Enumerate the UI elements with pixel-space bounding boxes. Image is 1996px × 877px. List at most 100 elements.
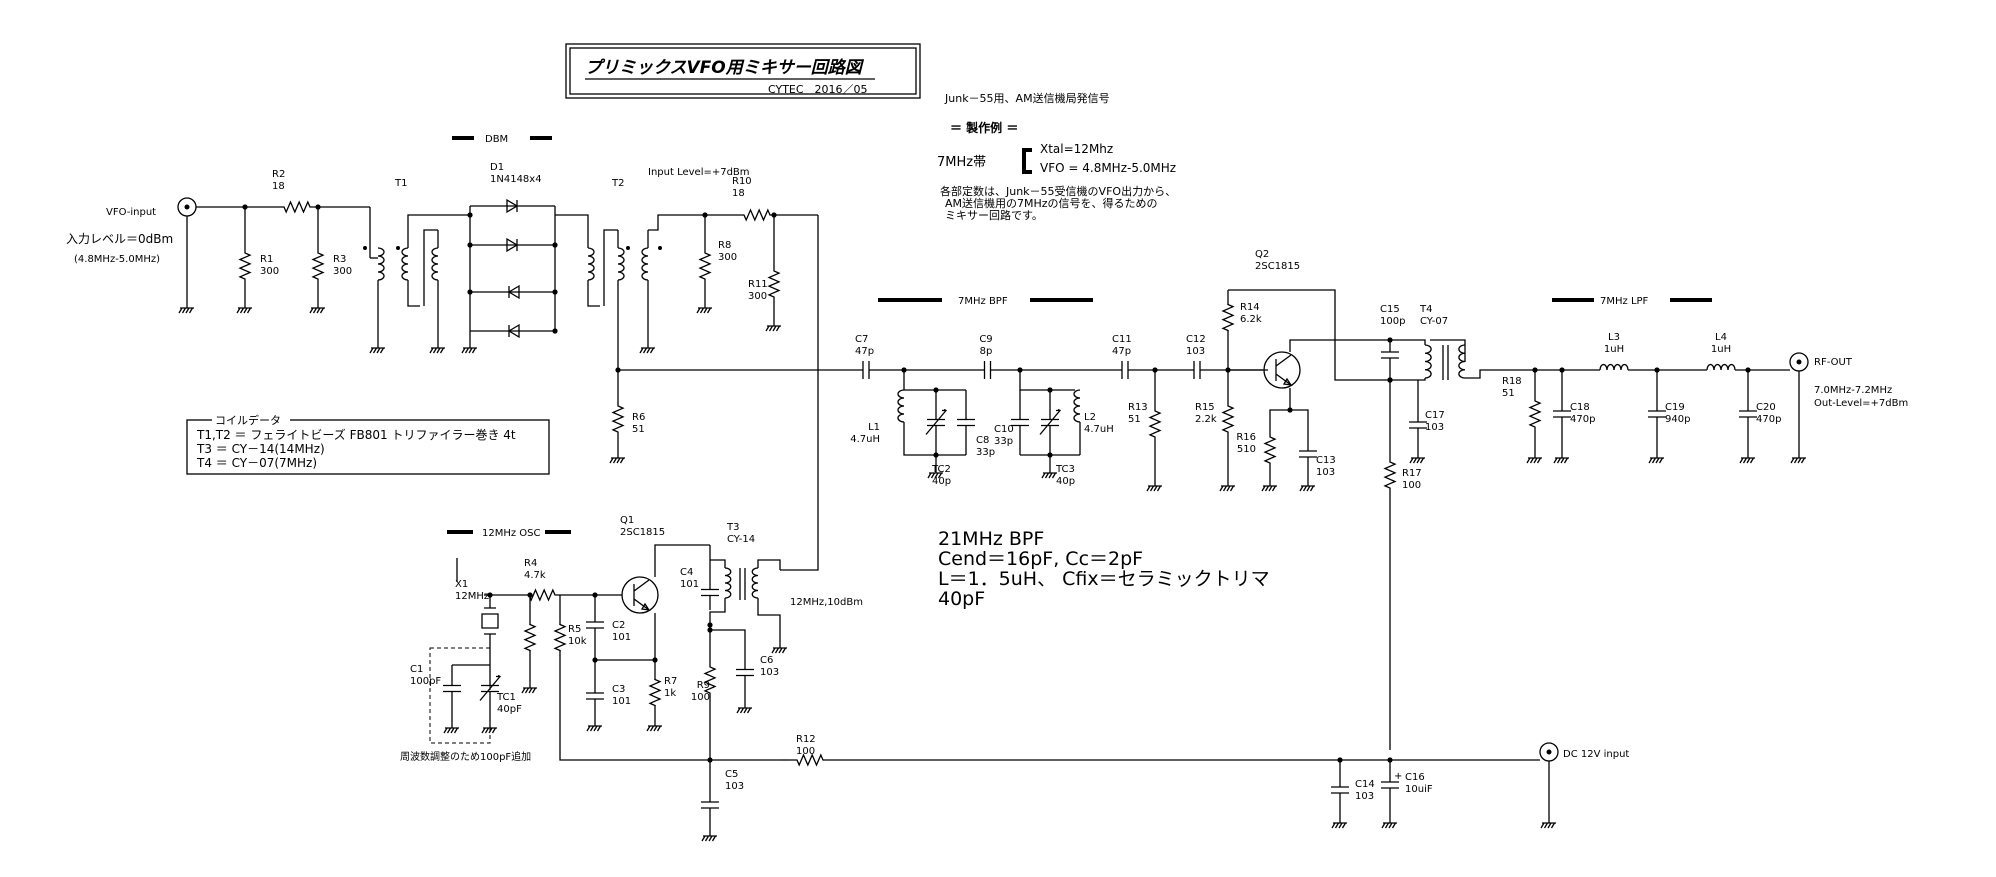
band-label: 7MHz帯 <box>937 155 986 170</box>
svg-text:C16: C16 <box>1405 772 1425 783</box>
svg-text:300: 300 <box>718 252 737 263</box>
svg-text:10k: 10k <box>568 636 587 647</box>
diode <box>506 237 519 253</box>
svg-text:103: 103 <box>760 667 779 678</box>
svg-text:R11: R11 <box>748 279 768 290</box>
svg-text:C7: C7 <box>855 334 868 345</box>
inductor-L2 <box>1073 389 1081 423</box>
svg-text:51: 51 <box>1502 388 1515 399</box>
ground-symbol <box>646 718 662 732</box>
svg-text:6.2k: 6.2k <box>1240 314 1262 325</box>
resistor-R4b <box>523 623 537 652</box>
svg-text:C18: C18 <box>1570 402 1590 413</box>
ground-symbol <box>236 300 252 314</box>
svg-text:R12: R12 <box>796 734 816 745</box>
ground-symbol <box>1526 450 1542 464</box>
svg-text:T4: T4 <box>1419 304 1432 315</box>
svg-text:2SC1815: 2SC1815 <box>620 527 665 538</box>
rf-range-label: 7.0MHz-7.2MHz <box>1814 385 1892 396</box>
ground-symbol <box>1041 465 1057 479</box>
svg-text:103: 103 <box>1425 422 1444 433</box>
svg-text:103: 103 <box>1316 467 1335 478</box>
svg-text:X1: X1 <box>455 579 468 590</box>
ground-symbol <box>927 465 943 479</box>
svg-text:R3: R3 <box>333 254 346 265</box>
ground-symbol <box>1331 815 1347 829</box>
svg-text:C17: C17 <box>1425 410 1445 421</box>
svg-text:470p: 470p <box>1570 414 1595 425</box>
svg-text:R16: R16 <box>1236 432 1256 443</box>
svg-text:R6: R6 <box>632 412 645 423</box>
svg-text:101: 101 <box>612 632 631 643</box>
svg-text:C9: C9 <box>979 334 992 345</box>
ground-symbol <box>639 340 655 354</box>
svg-text:C3: C3 <box>612 684 625 695</box>
L1-label: L14.7uH <box>850 422 880 445</box>
svg-text:C1: C1 <box>410 664 423 675</box>
svg-text:R9: R9 <box>697 680 710 691</box>
svg-text:470p: 470p <box>1756 414 1781 425</box>
T3-secondary <box>751 567 759 599</box>
note21-line2: Cend＝16pF, Cc＝2pF <box>938 548 1143 570</box>
svg-text:C20: C20 <box>1756 402 1776 413</box>
ground-symbol <box>1790 450 1806 464</box>
ground-symbol <box>443 720 459 734</box>
T1-secondary-b <box>431 247 439 281</box>
trim-dashed-box <box>429 647 491 744</box>
note21-line3: L＝1．5uH、 Cfix＝セラミックトリマ <box>938 568 1270 590</box>
example-heading: ＝ 製作例 ＝ <box>950 120 1018 135</box>
diode <box>507 323 520 339</box>
note-line2: AM送信機用の7MHzの信号を、得るための <box>945 196 1158 210</box>
transformer-T2: T2 <box>611 178 624 189</box>
ground-symbol <box>521 680 537 694</box>
vfo-label: VFO = 4.8MHz-5.0MHz <box>1040 161 1176 175</box>
ground-symbol <box>1553 450 1569 464</box>
vfo-range-label: (4.8MHz-5.0MHz) <box>74 254 160 265</box>
svg-text:300: 300 <box>748 291 767 302</box>
svg-text:103: 103 <box>725 781 744 792</box>
ground-symbol <box>461 340 477 354</box>
ground-symbol <box>696 300 712 314</box>
note-line1: 各部定数は、Junk－55受信機のVFO出力から、 <box>940 184 1176 198</box>
svg-text:C5: C5 <box>725 769 738 780</box>
svg-text:TC1: TC1 <box>496 692 516 703</box>
T3-primary <box>724 567 732 599</box>
out-level-label: Out-Level=+7dBm <box>1814 398 1908 409</box>
ground-symbol <box>1381 815 1397 829</box>
ground-symbol <box>701 828 717 842</box>
svg-text:C12: C12 <box>1186 334 1206 345</box>
ground-symbol <box>1299 478 1315 492</box>
note21-line1: 21MHz BPF <box>938 528 1044 550</box>
svg-text:R10: R10 <box>732 176 752 187</box>
svg-text:R4: R4 <box>524 558 537 569</box>
svg-text:103: 103 <box>1186 346 1205 357</box>
svg-text:C14: C14 <box>1355 779 1375 790</box>
svg-text:C2: C2 <box>612 620 625 631</box>
svg-text:R13: R13 <box>1128 402 1148 413</box>
svg-text:18: 18 <box>272 181 285 192</box>
T1-secondary-a <box>401 247 409 281</box>
vfo-input-label: VFO-input <box>106 207 156 218</box>
